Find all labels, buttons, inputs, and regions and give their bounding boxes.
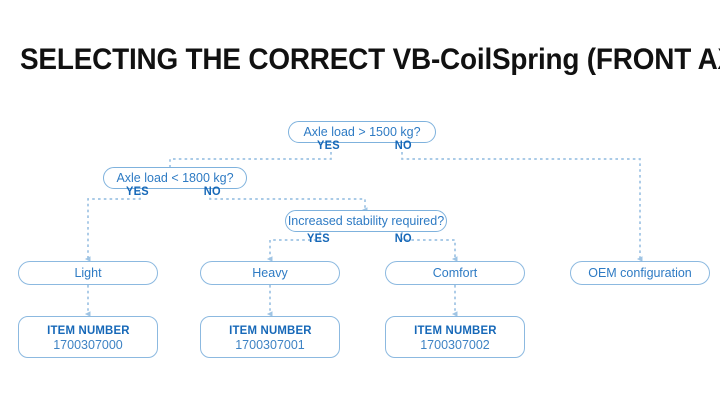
branch-label-no-axle-load-1500: NO	[394, 138, 412, 152]
branch-label-no-axle-load-1800: NO	[203, 184, 221, 198]
branch-label-yes-axle-load-1500: YES	[316, 138, 340, 152]
branch-label-no-increased-stability: NO	[394, 231, 412, 245]
result-comfort[interactable]: Comfort	[385, 261, 525, 285]
decision-axle-load-1800[interactable]: Axle load < 1800 kg?	[103, 167, 247, 189]
result-label: OEM configuration	[588, 266, 692, 280]
branch-label-yes-axle-load-1800: YES	[125, 184, 149, 198]
item-number-label: ITEM NUMBER	[413, 322, 497, 337]
decision-label: Axle load > 1500 kg?	[303, 125, 421, 139]
result-label: Heavy	[252, 266, 288, 280]
decision-label: Axle load < 1800 kg?	[116, 171, 234, 185]
item-number-value: 1700307001	[235, 337, 305, 352]
decision-axle-load-1500[interactable]: Axle load > 1500 kg?	[288, 121, 436, 143]
result-heavy[interactable]: Heavy	[200, 261, 340, 285]
branch-label-yes-increased-stability: YES	[306, 231, 330, 245]
item-number-label: ITEM NUMBER	[46, 322, 130, 337]
item-number-card-comfort[interactable]: ITEM NUMBER 1700307002	[385, 316, 525, 358]
result-label: Light	[74, 266, 102, 280]
result-oem-configuration[interactable]: OEM configuration	[570, 261, 710, 285]
decision-label: Increased stability required?	[287, 214, 445, 228]
item-number-card-light[interactable]: ITEM NUMBER 1700307000	[18, 316, 158, 358]
item-number-label: ITEM NUMBER	[228, 322, 312, 337]
page-title: SELECTING THE CORRECT VB-CoilSpring (FRO…	[20, 43, 720, 76]
item-number-value: 1700307000	[53, 337, 123, 352]
item-number-value: 1700307002	[420, 337, 490, 352]
decision-increased-stability[interactable]: Increased stability required?	[285, 210, 447, 232]
result-label: Comfort	[432, 266, 478, 280]
result-light[interactable]: Light	[18, 261, 158, 285]
item-number-card-heavy[interactable]: ITEM NUMBER 1700307001	[200, 316, 340, 358]
